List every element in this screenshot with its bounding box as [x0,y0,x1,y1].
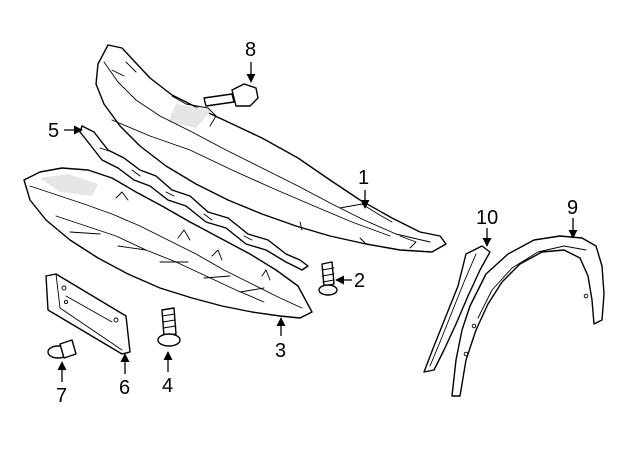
callout-9: 9 [567,197,578,219]
part-1-bumper-valance[interactable] [95,44,447,253]
part-4-screw[interactable] [157,307,181,347]
callout-3: 3 [275,340,286,362]
part-5-seal-strip[interactable] [79,125,309,271]
callout-8: 8 [245,39,256,61]
part-3-splash-shield[interactable] [23,167,313,319]
part-8-push-pin[interactable] [203,83,259,107]
part-7-clip[interactable] [47,339,77,359]
callout-7: 7 [56,385,67,407]
leader-lines [57,62,578,382]
callout-10: 10 [476,207,498,229]
part-9-wheel-flare[interactable] [451,235,605,397]
part-10-molding[interactable] [423,245,491,373]
callout-labels: 1 2 3 4 5 6 7 8 9 10 [48,39,578,407]
callout-1: 1 [358,167,369,189]
callout-2: 2 [354,270,365,292]
part-6-license-bracket[interactable] [45,273,131,355]
part-2-screw[interactable] [318,261,338,296]
callout-5: 5 [48,120,59,142]
callout-6: 6 [119,377,130,399]
callout-4: 4 [162,375,173,397]
